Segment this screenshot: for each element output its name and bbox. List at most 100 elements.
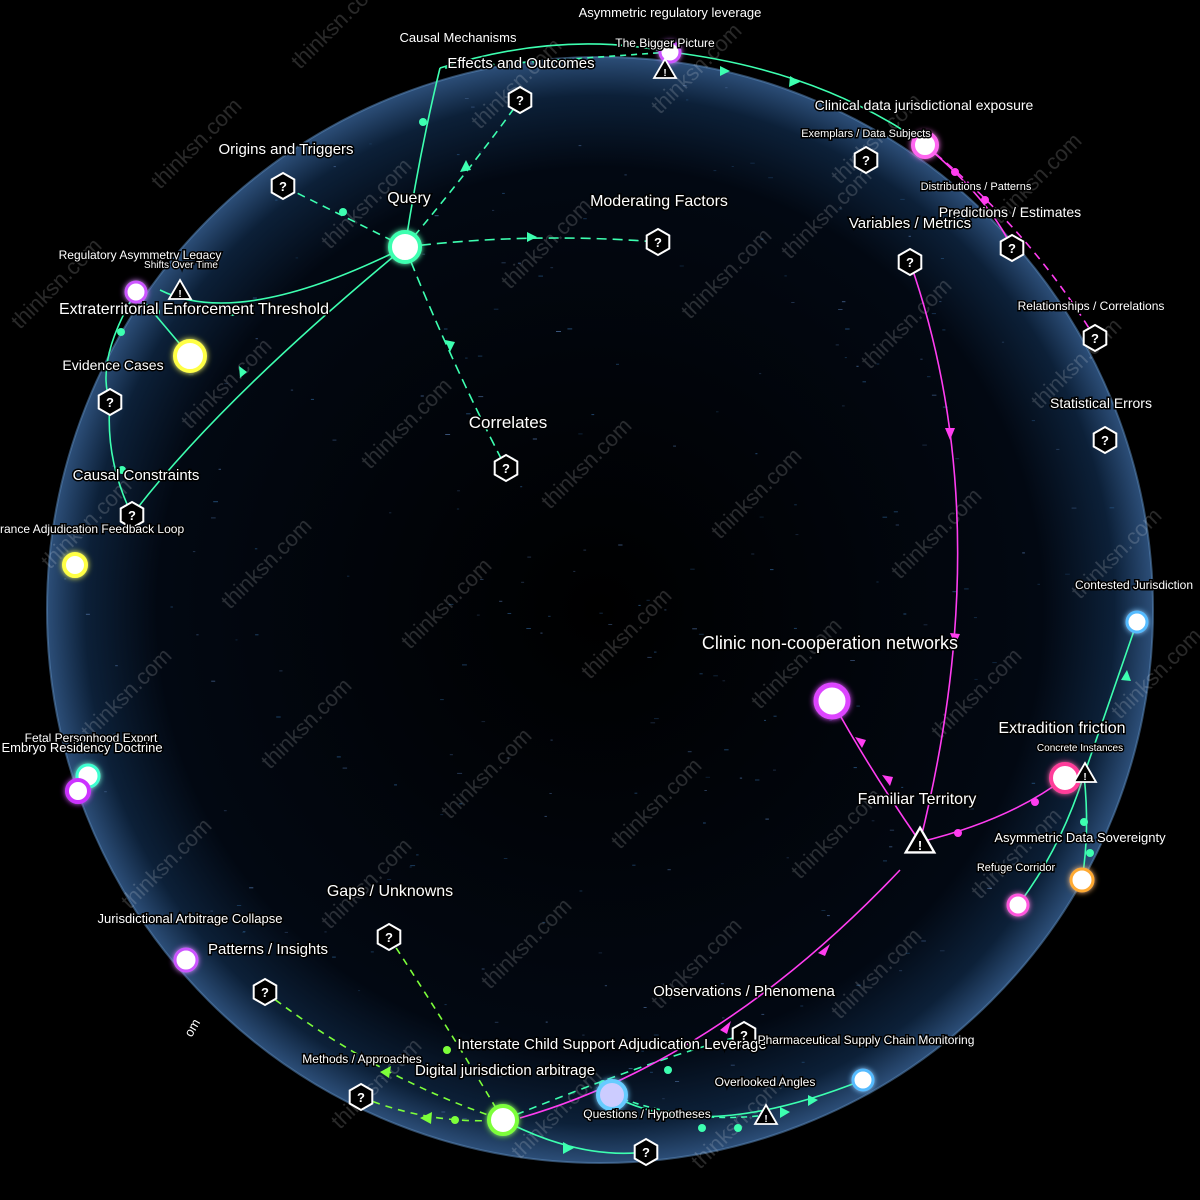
star-field [64,85,1115,1136]
star [420,395,424,397]
label-questions-hypotheses: Questions / Hypotheses [583,1107,710,1121]
node-asymmetric-data-sovereignty[interactable] [1069,867,1095,893]
star [333,166,336,168]
star [618,544,623,546]
star [542,921,546,923]
star [242,931,246,932]
star [85,613,90,615]
node-asymmetric-regulatory-leverage[interactable] [658,40,682,64]
node-jurisdictional-arbitrage[interactable] [173,947,199,973]
question-icon[interactable] [633,1138,659,1166]
question-icon[interactable] [493,454,519,482]
star [1071,507,1077,509]
star [213,501,218,503]
node-embryo-residency[interactable] [65,778,91,804]
star [687,751,692,753]
star [506,757,511,759]
star [73,532,76,534]
node-clinical-data-exposure[interactable] [911,131,939,159]
label-variables-metrics: Variables / Metrics [849,215,971,232]
question-icon[interactable] [999,234,1025,262]
node-contested-jurisdiction[interactable] [1125,610,1149,634]
star [596,1087,599,1089]
question-icon[interactable] [376,923,402,951]
star [856,365,859,367]
star [632,864,636,866]
edge [919,777,1066,843]
edge-arrow [563,1142,574,1154]
edge [1017,774,1085,906]
star [188,374,194,376]
star [493,308,499,310]
label-edge-fragment: om [181,1016,203,1039]
star [768,177,773,179]
star [793,627,797,629]
question-icon[interactable] [1082,324,1108,352]
star [255,634,259,636]
label-gaps-unknowns: Gaps / Unknowns [327,883,453,900]
star [276,716,281,718]
star [940,258,944,259]
edge-dot [228,308,236,316]
star [973,617,977,619]
star [722,1017,725,1019]
label-familiar-territory: Familiar Territory [858,791,977,808]
star [409,866,412,868]
edge-arrow [808,1095,818,1106]
star [211,517,216,519]
question-icon[interactable] [897,248,923,276]
question-icon[interactable] [348,1083,374,1111]
label-clinic-networks: Clinic non-cooperation networks [702,633,958,653]
node-refuge-corridor[interactable] [1006,893,1030,917]
edge [611,1079,864,1118]
question-icon[interactable] [853,146,879,174]
question-icon[interactable] [1092,426,1118,454]
star [598,952,603,954]
star [952,591,958,593]
edge-arrow [882,775,893,786]
star [223,810,227,812]
star [690,568,695,570]
star [556,331,561,332]
star [751,553,755,555]
star [218,468,221,470]
star [441,1111,446,1113]
node-digital-arbitrage[interactable] [487,1104,519,1136]
star [465,357,468,359]
star [254,548,258,550]
star [664,609,667,611]
star [755,453,758,455]
star [457,490,460,492]
star [992,662,997,664]
node-interstate-child-support[interactable] [596,1079,628,1111]
node-extraterritorial-threshold[interactable] [173,339,207,373]
star [332,956,336,958]
star [647,656,652,658]
node-clinic-networks[interactable] [813,682,851,720]
star [1031,782,1036,784]
question-icon[interactable] [645,228,671,256]
star [750,162,755,164]
question-icon[interactable] [97,388,123,416]
star [113,733,116,735]
node-pharma-supply-chain[interactable] [851,1068,875,1092]
question-icon[interactable] [270,172,296,200]
node-feedback-loop[interactable] [62,552,88,578]
question-icon[interactable] [507,86,533,114]
star [157,749,161,751]
question-icon[interactable] [252,978,278,1006]
label-extradition-friction: Extradition friction [998,720,1125,737]
star [628,1068,633,1070]
node-extradition-friction[interactable] [1049,762,1081,794]
star [755,779,760,781]
node-regulatory-asymmetry-legacy[interactable] [124,280,148,304]
node-query[interactable] [388,230,422,264]
star [773,769,776,771]
star [602,1045,606,1047]
nodes [62,40,1149,1136]
star [582,1034,585,1036]
star [939,950,945,952]
edge-arrow [789,76,800,87]
